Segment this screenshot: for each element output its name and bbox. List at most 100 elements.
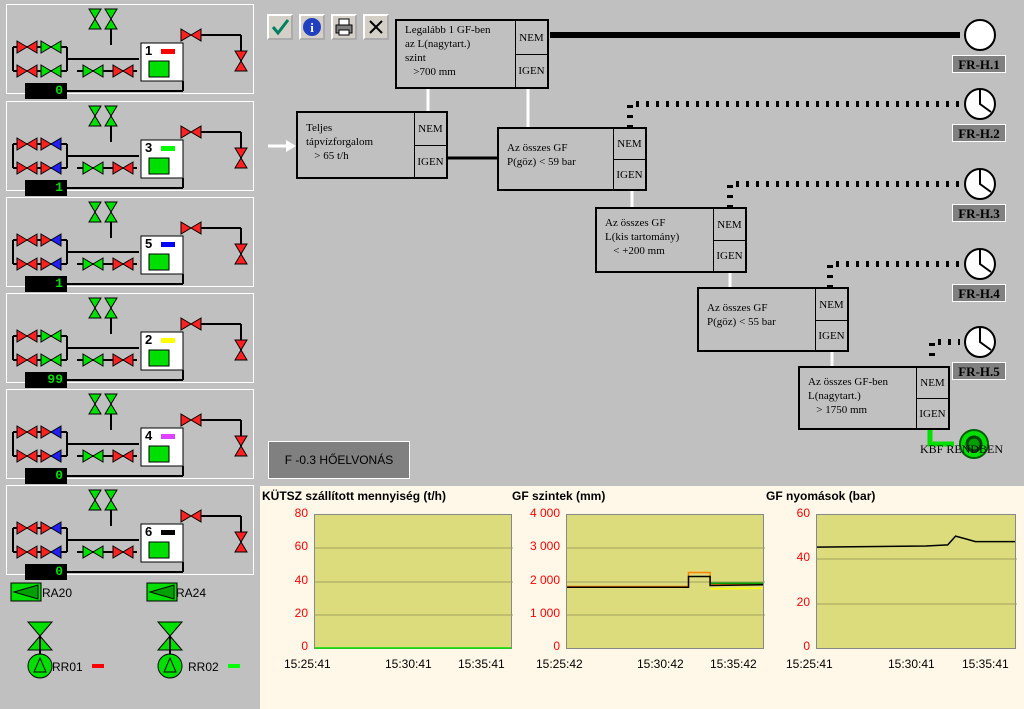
igen-output: IGEN: [515, 55, 547, 87]
logic-diagram: i Legalább 1 GF-ben az L(nagytart.) szin…: [260, 0, 1024, 486]
rr02-pump-icon[interactable]: [150, 616, 190, 686]
unit-counter: 1: [25, 276, 67, 292]
ra20-arrow-icon[interactable]: [10, 582, 50, 604]
y-tick-label: 4 000: [529, 506, 560, 520]
igen-output: IGEN: [713, 241, 745, 271]
y-tick-label: 80: [294, 506, 308, 520]
unit-number: 6: [145, 524, 153, 539]
rr01-pump-icon[interactable]: [20, 616, 60, 686]
unit-number: 1: [145, 43, 153, 58]
fr-label-3[interactable]: FR-H.3: [952, 204, 1006, 222]
fr-gauge-icon: [964, 168, 996, 200]
igen-output: IGEN: [916, 399, 948, 428]
x-tick-label: 15:30:41: [888, 657, 935, 671]
unit-valve-schematic: [12, 393, 248, 477]
decision-text: Az összes GF P(göz) < 55 bar: [707, 302, 776, 328]
fr-label-2[interactable]: FR-H.2: [952, 124, 1006, 142]
series-line: [710, 587, 764, 590]
x-tick-label: 15:25:41: [786, 657, 833, 671]
unit-counter: 0: [25, 83, 67, 99]
x-tick-label: 15:35:41: [962, 657, 1009, 671]
info-icon: i: [303, 18, 321, 36]
unit-valve-schematic: [12, 489, 248, 573]
igen-output: IGEN: [613, 160, 645, 189]
trend-svg: [315, 547, 513, 649]
confirm-button[interactable]: [267, 14, 293, 40]
x-tick-label: 15:25:42: [536, 657, 583, 671]
unit-valve-schematic: [12, 8, 248, 92]
printer-icon: [335, 18, 353, 36]
rr02-label: RR02: [188, 660, 219, 674]
unit-counter: 0: [25, 468, 67, 484]
y-tick-label: 60: [294, 539, 308, 553]
unit-number: 5: [145, 236, 153, 251]
f03-heat-removal-label[interactable]: F -0.3 HŐELVONÁS: [268, 441, 410, 479]
decision-text: Teljes tápvízforgalom > 65 t/h: [306, 122, 373, 162]
unit-counter: 1: [25, 180, 67, 196]
x-tick-label: 15:30:41: [385, 657, 432, 671]
series-line: [567, 571, 763, 588]
y-tick-label: 20: [796, 595, 810, 609]
rr01-indicator: [92, 664, 104, 668]
close-icon: [369, 20, 383, 34]
unit-counter: 99: [25, 372, 67, 388]
decision-box-level-200: Az összes GF L(kis tartomány) < +200 mm …: [595, 207, 747, 273]
series-line: [567, 575, 764, 588]
y-tick-label: 0: [553, 639, 560, 653]
y-tick-label: 1 000: [529, 606, 560, 620]
trend-title: GF szintek (mm): [512, 489, 606, 503]
kbf-status-lamp-icon: [959, 429, 989, 459]
print-button[interactable]: [331, 14, 357, 40]
unit-number: 3: [145, 140, 153, 155]
y-tick-label: 40: [796, 550, 810, 564]
info-button[interactable]: i: [299, 14, 325, 40]
decision-text: Az összes GF L(kis tartomány) < +200 mm: [605, 217, 680, 257]
nem-output: NEM: [613, 129, 645, 160]
decision-text: Legalább 1 GF-ben az L(nagytart.) szint …: [405, 24, 491, 78]
nem-output: NEM: [414, 113, 446, 146]
fr-gauge-icon: [964, 326, 996, 358]
nem-output: NEM: [916, 368, 948, 399]
fr-label-4[interactable]: FR-H.4: [952, 284, 1006, 302]
close-button[interactable]: [363, 14, 389, 40]
unit-valve-schematic: [12, 105, 248, 189]
unit-panel-2[interactable]: 2 99: [6, 293, 254, 388]
trend-plot-area[interactable]: [816, 514, 1017, 649]
ra24-arrow-icon[interactable]: [146, 582, 186, 604]
unit-valve-schematic: [12, 201, 248, 285]
rr01-label: RR01: [52, 660, 83, 674]
x-tick-label: 15:25:41: [284, 657, 331, 671]
decision-box-level-700: Legalább 1 GF-ben az L(nagytart.) szint …: [395, 19, 549, 89]
trend-svg: [567, 547, 765, 616]
trend-panel: KÜTSZ szállított mennyiség (t/h) 80 60 40 20…: [260, 486, 1024, 709]
unit-number: 2: [145, 332, 153, 347]
trend-svg: [817, 535, 1017, 605]
rr02-indicator: [228, 664, 240, 668]
trend-plot-area[interactable]: [314, 514, 513, 649]
check-icon: [271, 19, 290, 36]
nem-output: NEM: [815, 289, 847, 321]
fr-label-1[interactable]: FR-H.1: [952, 55, 1006, 73]
trend-title: KÜTSZ szállított mennyiség (t/h): [262, 489, 447, 503]
unit-valve-schematic: [12, 297, 248, 381]
unit-number: 4: [145, 428, 153, 443]
decision-box-pressure-55: Az összes GF P(göz) < 55 bar NEM IGEN: [697, 287, 849, 352]
diagram-connectors: [268, 32, 960, 447]
fr-label-5[interactable]: FR-H.5: [952, 362, 1006, 380]
kbf-status-label: KBF RENDBEN: [920, 442, 1004, 456]
ra20-label: RA20: [42, 586, 73, 600]
y-tick-label: 0: [301, 639, 308, 653]
series-line: [817, 535, 1015, 548]
trend-plot-area[interactable]: [566, 514, 765, 649]
x-tick-label: 15:35:42: [710, 657, 757, 671]
igen-output: IGEN: [815, 321, 847, 350]
decision-text: Az összes GF-ben L(nagytart.) > 1750 mm: [808, 376, 889, 416]
fr-gauge-icon: [964, 248, 996, 280]
